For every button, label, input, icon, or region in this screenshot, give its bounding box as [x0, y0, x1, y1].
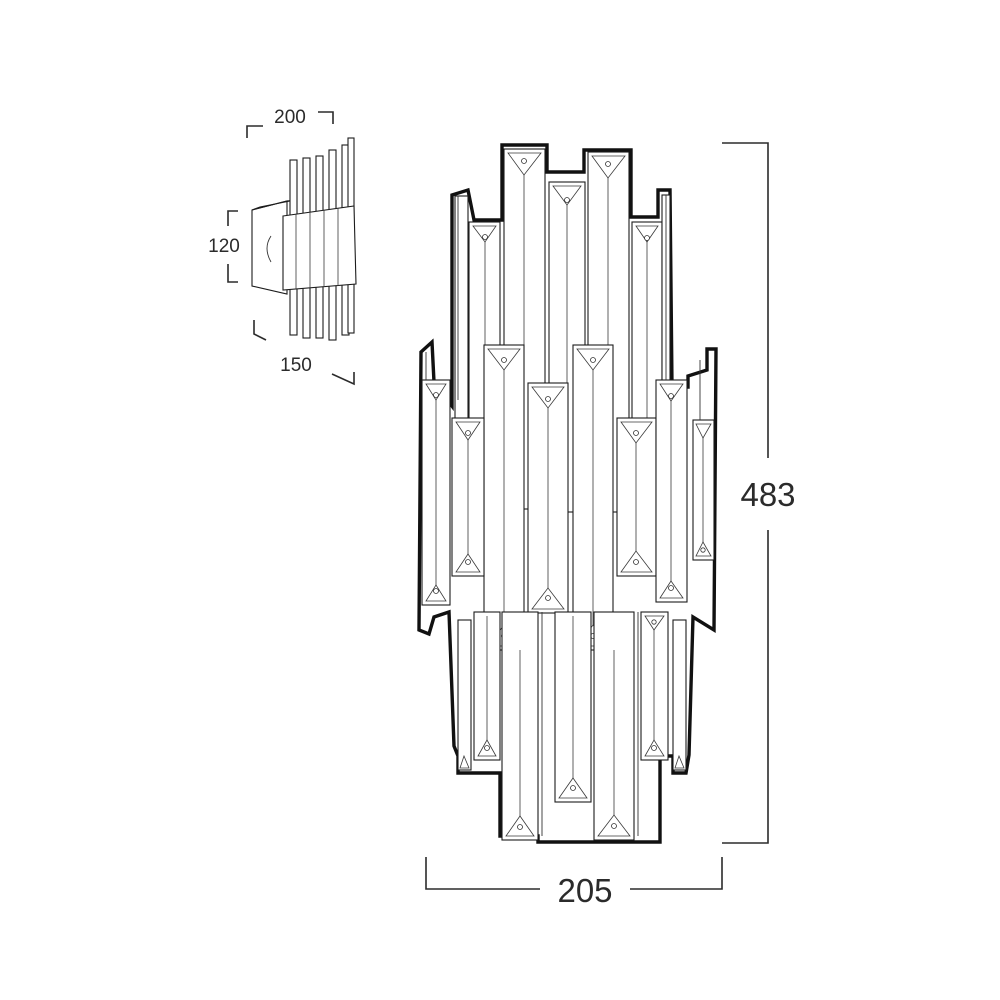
middle-prisms	[421, 344, 715, 651]
dimension-width-main: 205	[425, 857, 723, 909]
small-prisms-band	[282, 205, 357, 291]
dimension-depth-small: 150	[253, 320, 355, 386]
lower-prisms	[457, 611, 687, 841]
dimension-label-205: 205	[557, 872, 612, 909]
perspective-view: 200 120 150	[208, 107, 357, 386]
wall-plate	[251, 199, 296, 295]
upper-rods	[425, 195, 701, 420]
dimension-label-483: 483	[740, 476, 795, 513]
dimension-height-main: 483	[722, 142, 796, 844]
dimension-label-120: 120	[208, 236, 240, 257]
dimension-label-200: 200	[274, 107, 306, 128]
dimension-width-small: 200	[246, 107, 334, 138]
front-view: 483 205	[417, 142, 796, 909]
dimension-label-150: 150	[280, 355, 312, 376]
dimension-height-small: 120	[208, 210, 240, 283]
